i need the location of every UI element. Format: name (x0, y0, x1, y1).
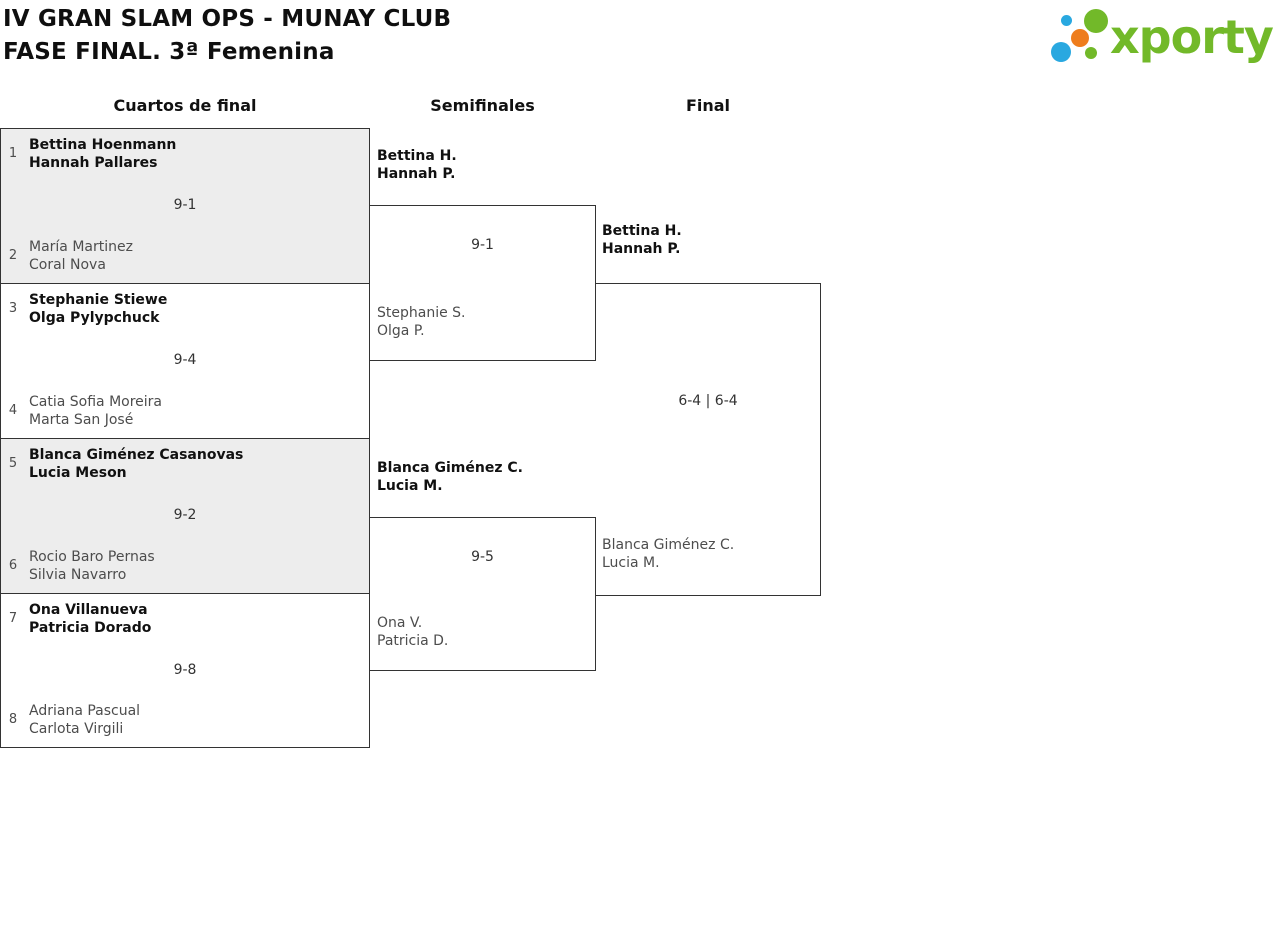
team-name-line: Hannah Pallares (29, 155, 158, 171)
team-name-line: Lucia M. (377, 478, 443, 494)
team-name-line: Stephanie Stiewe (29, 292, 168, 308)
round-header-cuartos: Cuartos de final (113, 96, 257, 115)
team-pair-loser: Rocio Baro Pernas Silvia Navarro (29, 548, 155, 584)
team-name-line: Patricia Dorado (29, 620, 152, 636)
semifinal-match-2[interactable] (369, 517, 596, 671)
team-pair-winner: Ona Villanueva Patricia Dorado (29, 601, 151, 637)
round-header-semifinales: Semifinales (430, 96, 535, 115)
seed-number: 3 (8, 301, 18, 316)
phase-category-name: FASE FINAL. 3ª Femenina (3, 39, 335, 65)
final-score: 6-4 | 6-4 (678, 393, 738, 409)
team-name-line: Blanca Giménez C. (602, 537, 735, 553)
team-name-line: Carlota Virgili (29, 721, 124, 737)
seed-number: 4 (8, 403, 18, 418)
quarterfinal-match-3[interactable]: 5 Blanca Giménez Casanovas Lucia Meson 9… (0, 438, 370, 593)
team-name-line: Hannah P. (377, 166, 456, 182)
team-name-line: María Martinez (29, 239, 133, 255)
seed-number: 1 (8, 146, 18, 161)
round-header-final: Final (685, 96, 731, 115)
semifinal-1-score: 9-1 (471, 237, 494, 253)
semifinal-2-team-top: Blanca Giménez C. Lucia M. (377, 459, 523, 495)
quarterfinal-match-4[interactable]: 7 Ona Villanueva Patricia Dorado 9-8 8 A… (0, 593, 370, 748)
final-team-top: Bettina H. Hannah P. (602, 222, 682, 258)
logo-dot-green-small-icon (1085, 47, 1097, 59)
team-name-line: Rocio Baro Pernas (29, 549, 155, 565)
semifinal-1-team-top: Bettina H. Hannah P. (377, 147, 457, 183)
quarterfinal-match-2[interactable]: 3 Stephanie Stiewe Olga Pylypchuck 9-4 4… (0, 283, 370, 438)
team-name-line: Patricia D. (377, 633, 449, 649)
seed-number: 2 (8, 248, 18, 263)
final-match[interactable] (595, 283, 821, 596)
team-pair-loser: Adriana Pascual Carlota Virgili (29, 702, 140, 738)
team-pair-winner: Bettina Hoenmann Hannah Pallares (29, 136, 176, 172)
team-name-line: Bettina H. (377, 148, 457, 164)
seed-number: 8 (8, 712, 18, 727)
semifinal-1-team-bottom: Stephanie S. Olga P. (377, 304, 466, 340)
team-name-line: Hannah P. (602, 241, 681, 257)
team-name-line: Stephanie S. (377, 305, 466, 321)
logo-dot-blue-small-icon (1061, 15, 1072, 26)
team-name-line: Bettina Hoenmann (29, 137, 177, 153)
team-pair-loser: Catia Sofia Moreira Marta San José (29, 393, 162, 429)
semifinal-2-score: 9-5 (471, 549, 494, 565)
team-name-line: Silvia Navarro (29, 567, 127, 583)
team-name-line: Adriana Pascual (29, 703, 141, 719)
team-name-line: Blanca Giménez Casanovas (29, 447, 244, 463)
logo-wordmark: xporty (1110, 10, 1274, 64)
team-name-line: Olga P. (377, 323, 425, 339)
team-pair-winner: Stephanie Stiewe Olga Pylypchuck (29, 291, 167, 327)
team-pair-loser: María Martinez Coral Nova (29, 238, 133, 274)
team-name-line: Coral Nova (29, 257, 106, 273)
seed-number: 5 (8, 456, 18, 471)
page-title: IV GRAN SLAM OPS - MUNAY CLUB FASE FINAL… (3, 3, 451, 69)
match-score: 9-2 (173, 507, 197, 523)
logo-dot-orange-icon (1071, 29, 1089, 47)
logo-dot-blue-large-icon (1051, 42, 1071, 62)
seed-number: 7 (8, 611, 18, 626)
semifinal-2-team-bottom: Ona V. Patricia D. (377, 614, 448, 650)
team-name-line: Blanca Giménez C. (377, 460, 523, 476)
team-name-line: Marta San José (29, 412, 134, 428)
match-score: 9-8 (173, 662, 197, 678)
logo-dot-green-large-icon (1084, 9, 1108, 33)
match-score: 9-4 (173, 352, 197, 368)
quarterfinal-match-1[interactable]: 1 Bettina Hoenmann Hannah Pallares 9-1 2… (0, 128, 370, 283)
team-name-line: Bettina H. (602, 223, 682, 239)
team-name-line: Lucia M. (602, 555, 660, 571)
match-score: 9-1 (173, 197, 197, 213)
team-pair-winner: Blanca Giménez Casanovas Lucia Meson (29, 446, 243, 482)
xporty-logo[interactable]: xporty (1048, 5, 1276, 75)
team-name-line: Olga Pylypchuck (29, 310, 160, 326)
seed-number: 6 (8, 558, 18, 573)
tournament-name: IV GRAN SLAM OPS - MUNAY CLUB (3, 6, 452, 32)
team-name-line: Lucia Meson (29, 465, 127, 481)
team-name-line: Catia Sofia Moreira (29, 394, 162, 410)
final-team-bottom: Blanca Giménez C. Lucia M. (602, 536, 734, 572)
team-name-line: Ona V. (377, 615, 423, 631)
team-name-line: Ona Villanueva (29, 602, 148, 618)
